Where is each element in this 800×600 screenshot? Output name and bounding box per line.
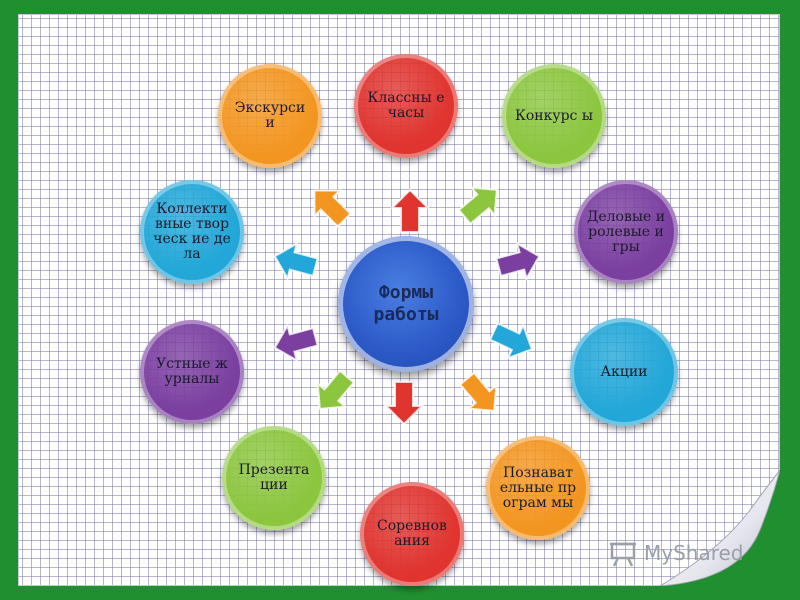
node-label: Устные журналы	[156, 356, 228, 387]
presentation-board-icon	[610, 542, 636, 567]
node-label: Познават ельные програм мы	[499, 464, 577, 511]
node-label: Деловые и ролевые игры	[586, 208, 666, 255]
node-label: Презента ции	[238, 462, 310, 493]
node-2: Деловые и ролевые игры	[574, 180, 678, 284]
node-3: Акции	[570, 318, 678, 426]
center-label: Формы работы	[373, 282, 439, 325]
node-label: Акции	[600, 363, 648, 380]
node-7: Устные журналы	[140, 320, 244, 424]
node-label: Соревнов ания	[377, 518, 447, 549]
node-label: Классны е часы	[367, 90, 445, 121]
center-node: Формы работы	[338, 236, 474, 372]
node-0: Классны е часы	[354, 54, 458, 158]
node-4: Познават ельные програм мы	[486, 436, 590, 540]
node-6: Презента ции	[222, 426, 326, 530]
node-label: Конкурс ы	[515, 107, 593, 124]
logo-text: MyShared	[644, 541, 744, 565]
node-label: Коллекти вные творческ ие дела	[153, 201, 231, 262]
node-5: Соревнов ания	[360, 482, 464, 586]
node-label: Экскурси и	[234, 100, 306, 131]
node-8: Коллекти вные творческ ие дела	[140, 180, 244, 284]
page-curl	[659, 470, 780, 586]
node-1: Конкурс ы	[502, 64, 606, 168]
node-9: Экскурси и	[218, 64, 322, 168]
myshared-logo: MyShared	[608, 538, 744, 568]
